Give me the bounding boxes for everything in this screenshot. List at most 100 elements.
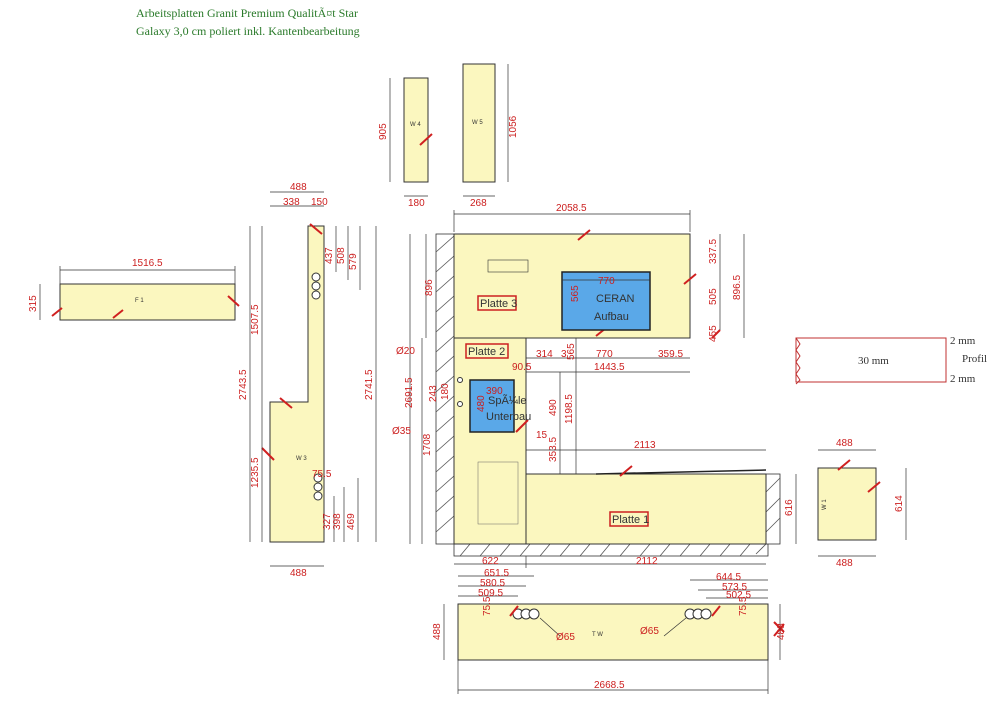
dim-w3-1235: 1235.5 [250,457,261,488]
piece-label-f1: F 1 [135,298,144,304]
dim-p2-359: 359.5 [658,349,683,360]
dim-tw-6515: 651.5 [484,568,509,579]
dim-w3-469: 469 [346,513,357,530]
dim-tw-d65-right: Ø65 [640,626,659,637]
dim-ceran-565: 565 [570,285,581,302]
dim-tw-2668: 2668.5 [594,680,625,691]
plate-1 [525,473,767,545]
plate-label-3: Platte 3 [480,298,517,310]
dim-tw-488-right: 488 [776,623,787,640]
dim-w3-579: 579 [348,253,359,270]
piece-label-w5: W 5 [472,120,483,126]
profile-thickness: 30 mm [858,355,889,367]
dim-tw-5735: 573.5 [722,582,747,593]
header-line-1: Arbeitsplatten Granit Premium QualitÃ¤t … [136,6,358,20]
dim-w4-width: 180 [408,198,425,209]
piece-label-w4: W 4 [410,122,421,128]
dim-p2-d20: Ø20 [396,346,415,357]
dim-w1-top: 488 [836,438,853,449]
dim-w3-2743: 2743.5 [238,369,249,400]
dim-p2-1443: 1443.5 [594,362,625,373]
dim-p3-337: 337.5 [708,239,719,264]
dim-w3-398: 398 [332,513,343,530]
dim-p2-490: 490 [548,399,559,416]
dim-p2-243: 243 [428,385,439,402]
dim-sink-390: 390 [486,386,503,397]
dim-tw-6445: 644.5 [716,572,741,583]
ceran-label-2: Aufbau [594,311,629,323]
dim-f1-height: 315 [28,295,39,312]
dim-w5-width: 268 [470,198,487,209]
dim-p3-8965: 896.5 [732,275,743,300]
dim-p2-1198: 1198.5 [564,394,575,424]
dim-w4-height: 905 [378,123,389,140]
dim-p3-505: 505 [708,288,719,305]
dim-w3-150: 150 [311,197,328,208]
dim-p2-15: 15 [536,430,548,441]
dim-tw-755: 75.5 [482,596,493,616]
dim-w1-bottom: 488 [836,558,853,569]
dim-tw-5805: 580.5 [480,578,505,589]
plate-label-1: Platte 1 [612,514,649,526]
dim-p2-353: 353.5 [548,437,559,462]
dim-p2-90: 90.5 [512,362,532,373]
dim-w3-1507: 1507.5 [250,304,261,335]
dim-w5-height: 1056 [508,115,519,138]
piece-label-w1: W 1 [822,499,828,510]
sink-label-2: Unterbau [486,411,531,423]
dim-w1-614: 614 [894,495,905,512]
header-line-2: Galaxy 3,0 cm poliert inkl. Kantenbearbe… [136,24,360,38]
dim-w3-338: 338 [283,197,300,208]
dim-tw-d65-left: Ø65 [556,632,575,643]
sink-label-1: SpÃ¼le [488,394,527,407]
dim-p2-1708: 1708 [422,433,433,456]
piece-w4: W 4 905 180 [378,77,433,209]
piece-f1: F 1 1516.5 315 [28,258,240,321]
dim-w3-508: 508 [336,247,347,264]
dim-ceran-770: 770 [598,276,615,287]
dim-p1-622: 622 [482,556,499,567]
piece-label-tw: T W [592,632,603,638]
dim-p3-896: 896 [424,279,435,296]
dim-p1-2113: 2113 [634,440,656,451]
dim-tw-5095: 509.5 [478,588,503,599]
dim-p2-770: 770 [596,349,613,360]
piece-w5: W 5 1056 268 [462,63,519,209]
dim-p3-455: 455 [708,325,719,342]
dim-p2-d35: Ø35 [392,426,411,437]
dim-p2-3: 3 [561,349,567,360]
profile-detail: 30 mm 2 mm Profil 2 mm [795,335,987,385]
dim-w3-bottom: 488 [290,568,307,579]
piece-w1: W 1 488 614 488 [817,438,907,569]
dim-w3-437: 437 [324,247,335,264]
main-layout: CERAN Aufbau 770 565 SpÃ¼le Unterbau 390… [392,203,797,568]
dim-p3-top: 2058.5 [556,203,587,214]
dim-p2-314: 314 [536,349,553,360]
plate-label-2: Platte 2 [468,346,505,358]
dim-p2-565: 565 [566,343,577,360]
piece-label-w3: W 3 [296,456,307,462]
dim-w3-327: 327 [322,513,333,530]
piece-tw: T W Ø65 Ø65 651.5 580.5 509.5 75.5 644.5… [432,568,787,694]
sink-cutout [469,379,515,433]
dim-p2-2691: 2691.5 [404,377,415,408]
profile-bottom: 2 mm [950,373,976,385]
dim-w3-755: 75.5 [312,469,332,480]
plate-2 [453,337,527,545]
ceran-label-1: CERAN [596,293,635,305]
dim-tw-488-left: 488 [432,623,443,640]
dim-tw-755b: 75.5 [738,596,749,616]
dim-tw-5025: 502.5 [726,590,751,601]
piece-w3: W 3 488 338 150 2743.5 1507.5 1235.5 437… [238,182,377,579]
dim-f1-width: 1516.5 [132,258,163,269]
ceran-cutout [561,271,651,331]
dim-p1-616: 616 [784,499,795,516]
profile-label: Profil [962,353,987,365]
dim-sink-480: 480 [476,395,487,412]
dim-p1-2112: 2112 [636,556,658,567]
dim-w3-top: 488 [290,182,307,193]
dim-p2-180: 180 [440,383,451,400]
dim-w3-2741: 2741.5 [364,369,375,400]
profile-top: 2 mm [950,335,976,347]
